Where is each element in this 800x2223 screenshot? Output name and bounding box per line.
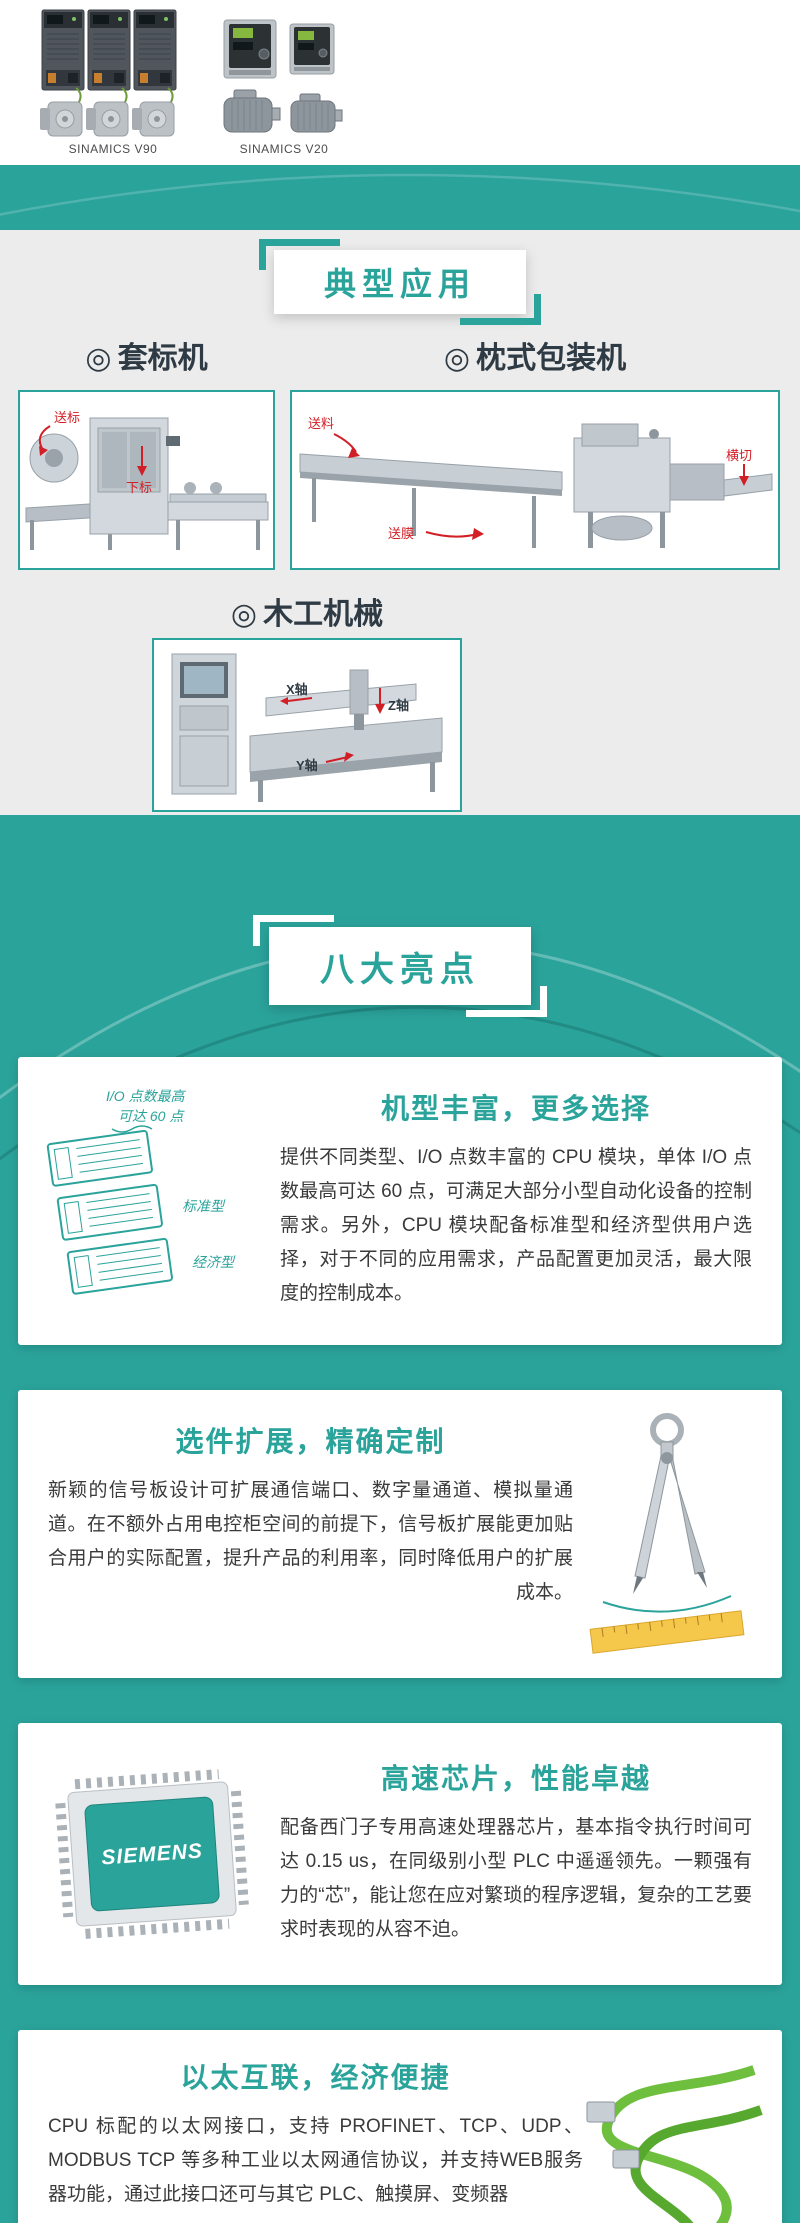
x-axis-label-text: X轴 <box>286 682 308 697</box>
card4-title: 以太互联，经济便捷 <box>180 2062 451 2093</box>
typical-applications-title: 典型应用 <box>323 266 476 302</box>
woodworking-title: 木工机械 <box>263 598 384 631</box>
highlight-card-ethernet: 以太互联，经济便捷 CPU 标配的以太网接口，支持 PROFINET、TCP、U… <box>18 2030 782 2223</box>
card2-text: 选件扩展，精确定制 新颖的信号板设计可扩展通信端口、数字量通道、模拟量通道。在不… <box>48 1420 573 1610</box>
down-label-text: 下标 <box>126 480 152 495</box>
band-curve-decoration <box>0 173 800 216</box>
card1-body: 提供不同类型、I/O 点数丰富的 CPU 模块，单体 I/O 点数最高可达 60… <box>280 1147 752 1304</box>
card1-text: 机型丰富，更多选择 提供不同类型、I/O 点数丰富的 CPU 模块，单体 I/O… <box>280 1087 752 1311</box>
highlights-title: 八大亮点 <box>320 950 480 989</box>
pillow-packaging-machine-image: 送料 横切 送膜 <box>290 390 780 570</box>
sketch-note-line1: I/O 点数最高 <box>106 1088 187 1104</box>
pillow-packer-title: 枕式包装机 <box>476 342 627 375</box>
sketch-tag-standard: 标准型 <box>182 1198 226 1214</box>
sketch-tag-economy: 经济型 <box>192 1254 236 1270</box>
card3-body: 配备西门子专用高速处理器芯片，基本指令执行时间可达 0.15 us，在同级别小型… <box>280 1817 752 1940</box>
sinamics-v20-label: SINAMICS V20 <box>239 142 329 156</box>
card4-text: 以太互联，经济便捷 CPU 标配的以太网接口，支持 PROFINET、TCP、U… <box>48 2056 583 2212</box>
sinamics-v90-label: SINAMICS V90 <box>68 142 158 156</box>
sinamics-v20-motors <box>223 89 343 133</box>
sinamics-v90-drives <box>41 9 177 91</box>
sinamics-v90-motors <box>40 87 175 137</box>
sinamics-v20-drives <box>223 19 335 79</box>
card2-title: 选件扩展，精确定制 <box>175 1426 446 1457</box>
bullet-icon: ◎ <box>230 598 258 631</box>
cut-label-text: 横切 <box>726 448 752 463</box>
highlights-section: 八大亮点 I/O 点数最高 可达 60 点 <box>0 815 800 2223</box>
highlight-card-high-speed-chip: SIEMENS 高速芯片，性能卓越 配备西门子专用高速处理器芯片，基本指令执行时… <box>18 1723 782 1985</box>
y-axis-label-text: Y轴 <box>296 758 318 773</box>
labeling-machine-title: 套标机 <box>117 342 208 375</box>
feed-label-text: 送标 <box>54 410 80 425</box>
highlight-card-model-variety: I/O 点数最高 可达 60 点 标准型 <box>18 1057 782 1345</box>
film-label-text: 送膜 <box>388 526 414 541</box>
teal-divider-band <box>0 165 800 230</box>
card3-text: 高速芯片，性能卓越 配备西门子专用高速处理器芯片，基本指令执行时间可达 0.15… <box>280 1757 752 1947</box>
siemens-chip-image: SIEMENS <box>40 1753 265 1955</box>
sketch-note-line2: 可达 60 点 <box>118 1108 185 1124</box>
card1-title: 机型丰富，更多选择 <box>380 1093 651 1124</box>
bullet-icon: ◎ <box>85 342 112 375</box>
feed-label-text: 送料 <box>308 416 334 431</box>
product-images <box>40 9 343 137</box>
pillow-packer-heading: ◎枕式包装机 <box>290 342 780 375</box>
ethernet-cables-image <box>569 2046 764 2223</box>
highlights-banner: 八大亮点 <box>253 915 547 1017</box>
typical-applications-banner: 典型应用 <box>259 239 541 325</box>
card4-body: CPU 标配的以太网接口，支持 PROFINET、TCP、UDP、MODBUS … <box>48 2116 583 2205</box>
bullet-icon: ◎ <box>443 342 471 375</box>
card3-title: 高速芯片，性能卓越 <box>380 1763 651 1794</box>
labeling-machine-image: 送标 下标 <box>18 390 275 570</box>
product-showcase: SINAMICS V90 SINAMICS V20 <box>0 0 800 165</box>
woodworking-heading: ◎木工机械 <box>152 598 462 631</box>
highlight-card-option-expansion: 选件扩展，精确定制 新颖的信号板设计可扩展通信端口、数字量通道、模拟量通道。在不… <box>18 1390 782 1678</box>
typical-applications-section: 典型应用 ◎套标机 ◎枕式包装机 送标 下标 <box>0 230 800 815</box>
drafting-compass-image <box>575 1404 760 1662</box>
z-axis-label-text: Z轴 <box>388 698 409 713</box>
woodworking-machine-image: X轴 Z轴 Y轴 <box>152 638 462 812</box>
card2-body: 新颖的信号板设计可扩展通信端口、数字量通道、模拟量通道。在不额外占用电控柜空间的… <box>48 1480 573 1603</box>
labeling-machine-heading: ◎套标机 <box>18 342 275 375</box>
io-modules-sketch: I/O 点数最高 可达 60 点 标准型 <box>42 1081 264 1321</box>
